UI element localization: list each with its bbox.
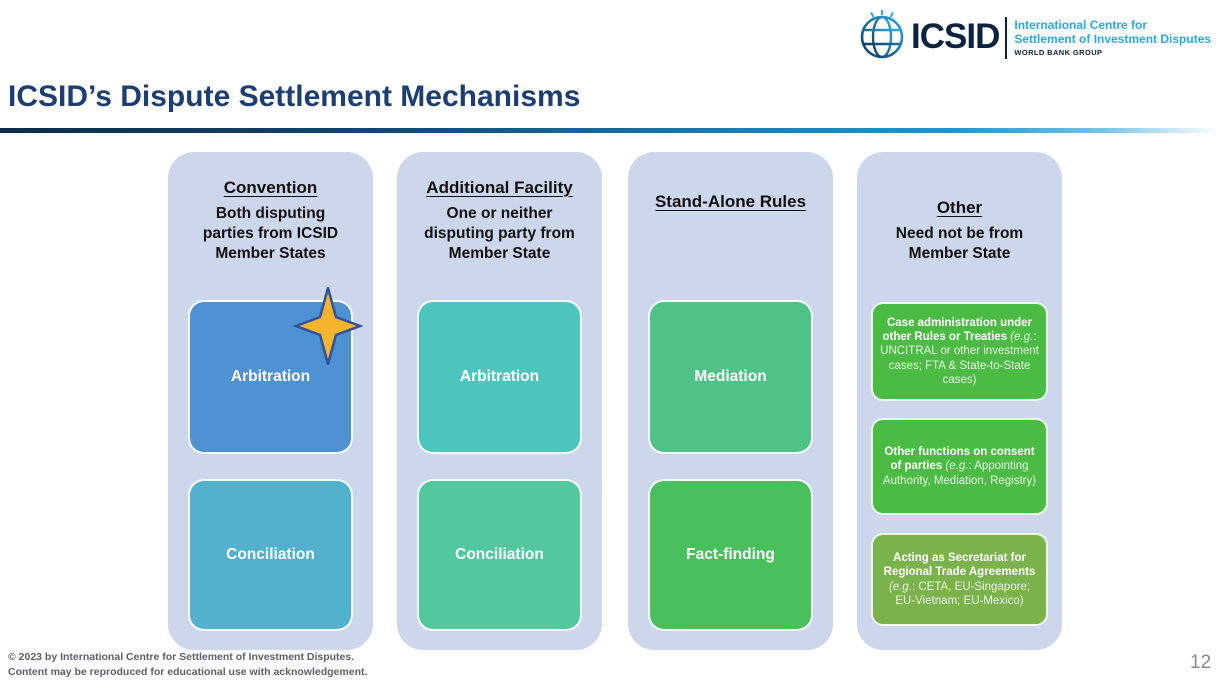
column-heading: Convention <box>223 178 318 197</box>
info-eg: (e.g. <box>1007 331 1034 344</box>
page-number: 12 <box>1190 652 1212 673</box>
box-label: Conciliation <box>455 546 544 563</box>
box-label: Mediation <box>694 368 767 385</box>
column-subtitle: Need not be from Member State <box>895 225 1024 262</box>
box-convention-conciliation: Conciliation <box>188 479 353 631</box>
world-bank-globe-icon <box>856 8 908 65</box>
logo-tagline: International Centre for Settlement of I… <box>1014 16 1211 57</box>
info-text: Other functions on consent of parties (e… <box>879 445 1040 488</box>
copyright-notice: © 2023 by International Centre for Settl… <box>8 650 367 680</box>
box-af-conciliation: Conciliation <box>417 479 582 631</box>
page-title: ICSID’s Dispute Settlement Mechanisms <box>8 80 581 113</box>
column-heading: Additional Facility <box>426 178 573 197</box>
star-highlight-icon <box>292 283 364 370</box>
column-heading: Stand-Alone Rules <box>654 192 807 211</box>
column-additional-facility: Additional Facility One or neither dispu… <box>397 152 602 650</box>
info-text: Case administration under other Rules or… <box>879 316 1040 387</box>
column-heading: Other <box>936 198 983 217</box>
info-lead: Acting as Secretariat for Regional Trade… <box>883 552 1036 579</box>
box-case-administration: Case administration under other Rules or… <box>871 302 1048 401</box>
title-divider-rule <box>0 128 1232 133</box>
info-rest: : UNCITRAL or other investment cases; FT… <box>880 331 1039 386</box>
column-convention: Convention Both disputing parties from I… <box>168 152 373 650</box>
box-secretariat-rta: Acting as Secretariat for Regional Trade… <box>871 533 1048 626</box>
copyright-line1: © 2023 by International Centre for Settl… <box>8 651 355 663</box>
copyright-line2: Content may be reproduced for educationa… <box>8 666 368 678</box>
info-text: Acting as Secretariat for Regional Trade… <box>879 551 1040 608</box>
box-label: Arbitration <box>230 368 311 385</box>
column-other: Other Need not be from Member State Case… <box>857 152 1062 650</box>
box-mediation: Mediation <box>648 300 813 454</box>
column-stand-alone-rules: Stand-Alone Rules Mediation Fact-finding <box>628 152 833 650</box>
info-eg: (e.g. <box>942 460 969 473</box>
box-label: Arbitration <box>459 368 540 385</box>
box-af-arbitration: Arbitration <box>417 300 582 454</box>
box-other-functions: Other functions on consent of parties (e… <box>871 418 1048 515</box>
logo-org-line1: International Centre for <box>1014 18 1148 32</box>
info-lead: Case administration under other Rules or… <box>882 316 1033 344</box>
column-subtitle: Both disputing parties from ICSID Member… <box>202 205 339 262</box>
box-label: Conciliation <box>226 546 315 563</box>
box-fact-finding: Fact-finding <box>648 479 813 631</box>
logo-org-line2: Settlement of Investment Disputes <box>1014 31 1212 46</box>
icsid-logo: ICSID International Centre for Settlemen… <box>856 8 1211 65</box>
logo-group: WORLD BANK GROUP <box>1014 48 1103 57</box>
info-rest: : Appointing Authority, Mediation, Regis… <box>882 460 1037 487</box>
info-eg: (e.g. <box>888 580 912 593</box>
logo-acronym: ICSID <box>911 16 1000 56</box>
info-lead: Other functions on consent of parties <box>884 446 1035 473</box>
column-subtitle: One or neither disputing party from Memb… <box>424 205 575 262</box>
logo-divider <box>1005 16 1008 59</box>
box-label: Fact-finding <box>686 546 775 563</box>
info-rest: : CETA, EU-Singapore; EU-Vietnam; EU-Mex… <box>895 580 1031 607</box>
